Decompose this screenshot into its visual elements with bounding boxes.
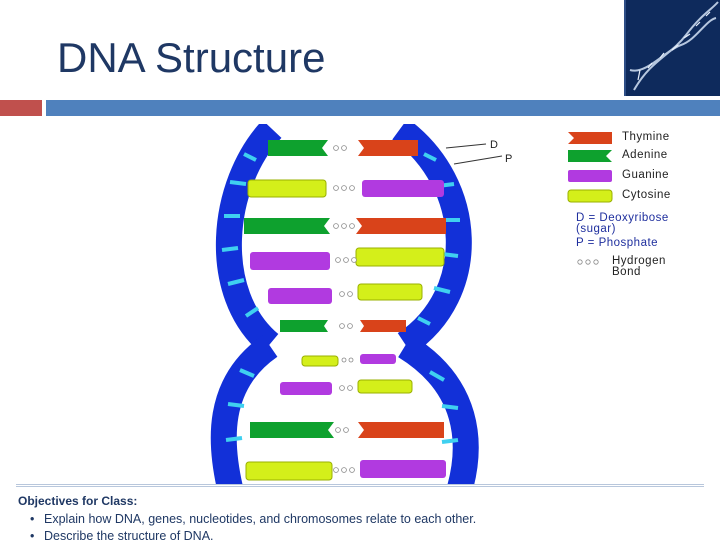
base-guanine [360,354,396,364]
base-guanine [268,288,332,304]
key-deoxyribose-sugar: (sugar) [576,223,616,235]
objectives-box: Objectives for Class: • Explain how DNA, … [16,484,704,543]
base-thymine [358,422,444,438]
legend-swatch-cytosine [567,189,613,203]
base-cytosine [247,179,327,198]
accent-bar-red [0,100,42,116]
base-guanine [362,180,444,197]
key-phosphate: P = Phosphate [576,237,659,249]
base-adenine [250,422,334,438]
bullet-icon: • [30,512,35,526]
objective-item: • Explain how DNA, genes, nucleotides, an… [30,512,476,526]
legend-swatch-thymine [568,132,612,144]
legend-hydrogen-dots [577,259,599,265]
backbone-upper-right [392,118,472,355]
objectives-heading: Objectives for Class: [18,494,138,508]
base-cytosine [245,461,333,481]
base-adenine [244,218,330,234]
backbone-lower-right [397,334,479,492]
base-adenine [268,140,328,156]
base-cytosine [357,283,423,301]
base-cytosine [301,355,339,367]
backbone-lower-left [210,335,278,491]
backbone-upper-left [215,120,282,354]
base-pairs [244,140,446,481]
key-hydrogen-bond: Bond [612,266,641,278]
accent-bar-blue [46,100,720,116]
objective-text: Explain how DNA, genes, nucleotides, and… [44,512,477,526]
base-guanine [250,252,330,270]
key-hydrogen: Hydrogen [612,255,666,267]
label-d: D [490,139,498,151]
objective-item: • Describe the structure of DNA. [30,529,214,543]
base-thymine [356,218,446,234]
objective-text: Describe the structure of DNA. [44,529,214,543]
key-deoxyribose: D = Deoxyribose [576,212,669,224]
base-adenine [280,320,328,332]
slide-title: DNA Structure [57,34,326,81]
pointer-line-p [453,155,503,165]
phosphate-ticks [221,152,460,444]
legend-swatch-guanine [568,170,612,182]
dna-helix-illustration: D P [210,118,613,492]
base-guanine [280,382,332,395]
dna-helix-logo [624,0,720,96]
base-thymine [360,320,406,332]
base-cytosine [357,379,413,394]
pointer-line-d [445,143,487,149]
label-p: P [505,153,512,165]
hydrogen-bonds [333,145,357,473]
dna-diagram: D P Thymine Adenine Guanine Cytosine D =… [210,118,710,492]
legend-label-cytosine: Cytosine [622,189,671,201]
legend-label-thymine: Thymine [622,131,670,143]
legend-label-guanine: Guanine [622,169,669,181]
base-thymine [358,140,418,156]
legend-label-adenine: Adenine [622,149,668,161]
base-guanine [360,460,446,478]
bullet-icon: • [30,529,35,543]
base-cytosine [355,247,445,267]
legend-swatch-adenine [568,150,612,162]
